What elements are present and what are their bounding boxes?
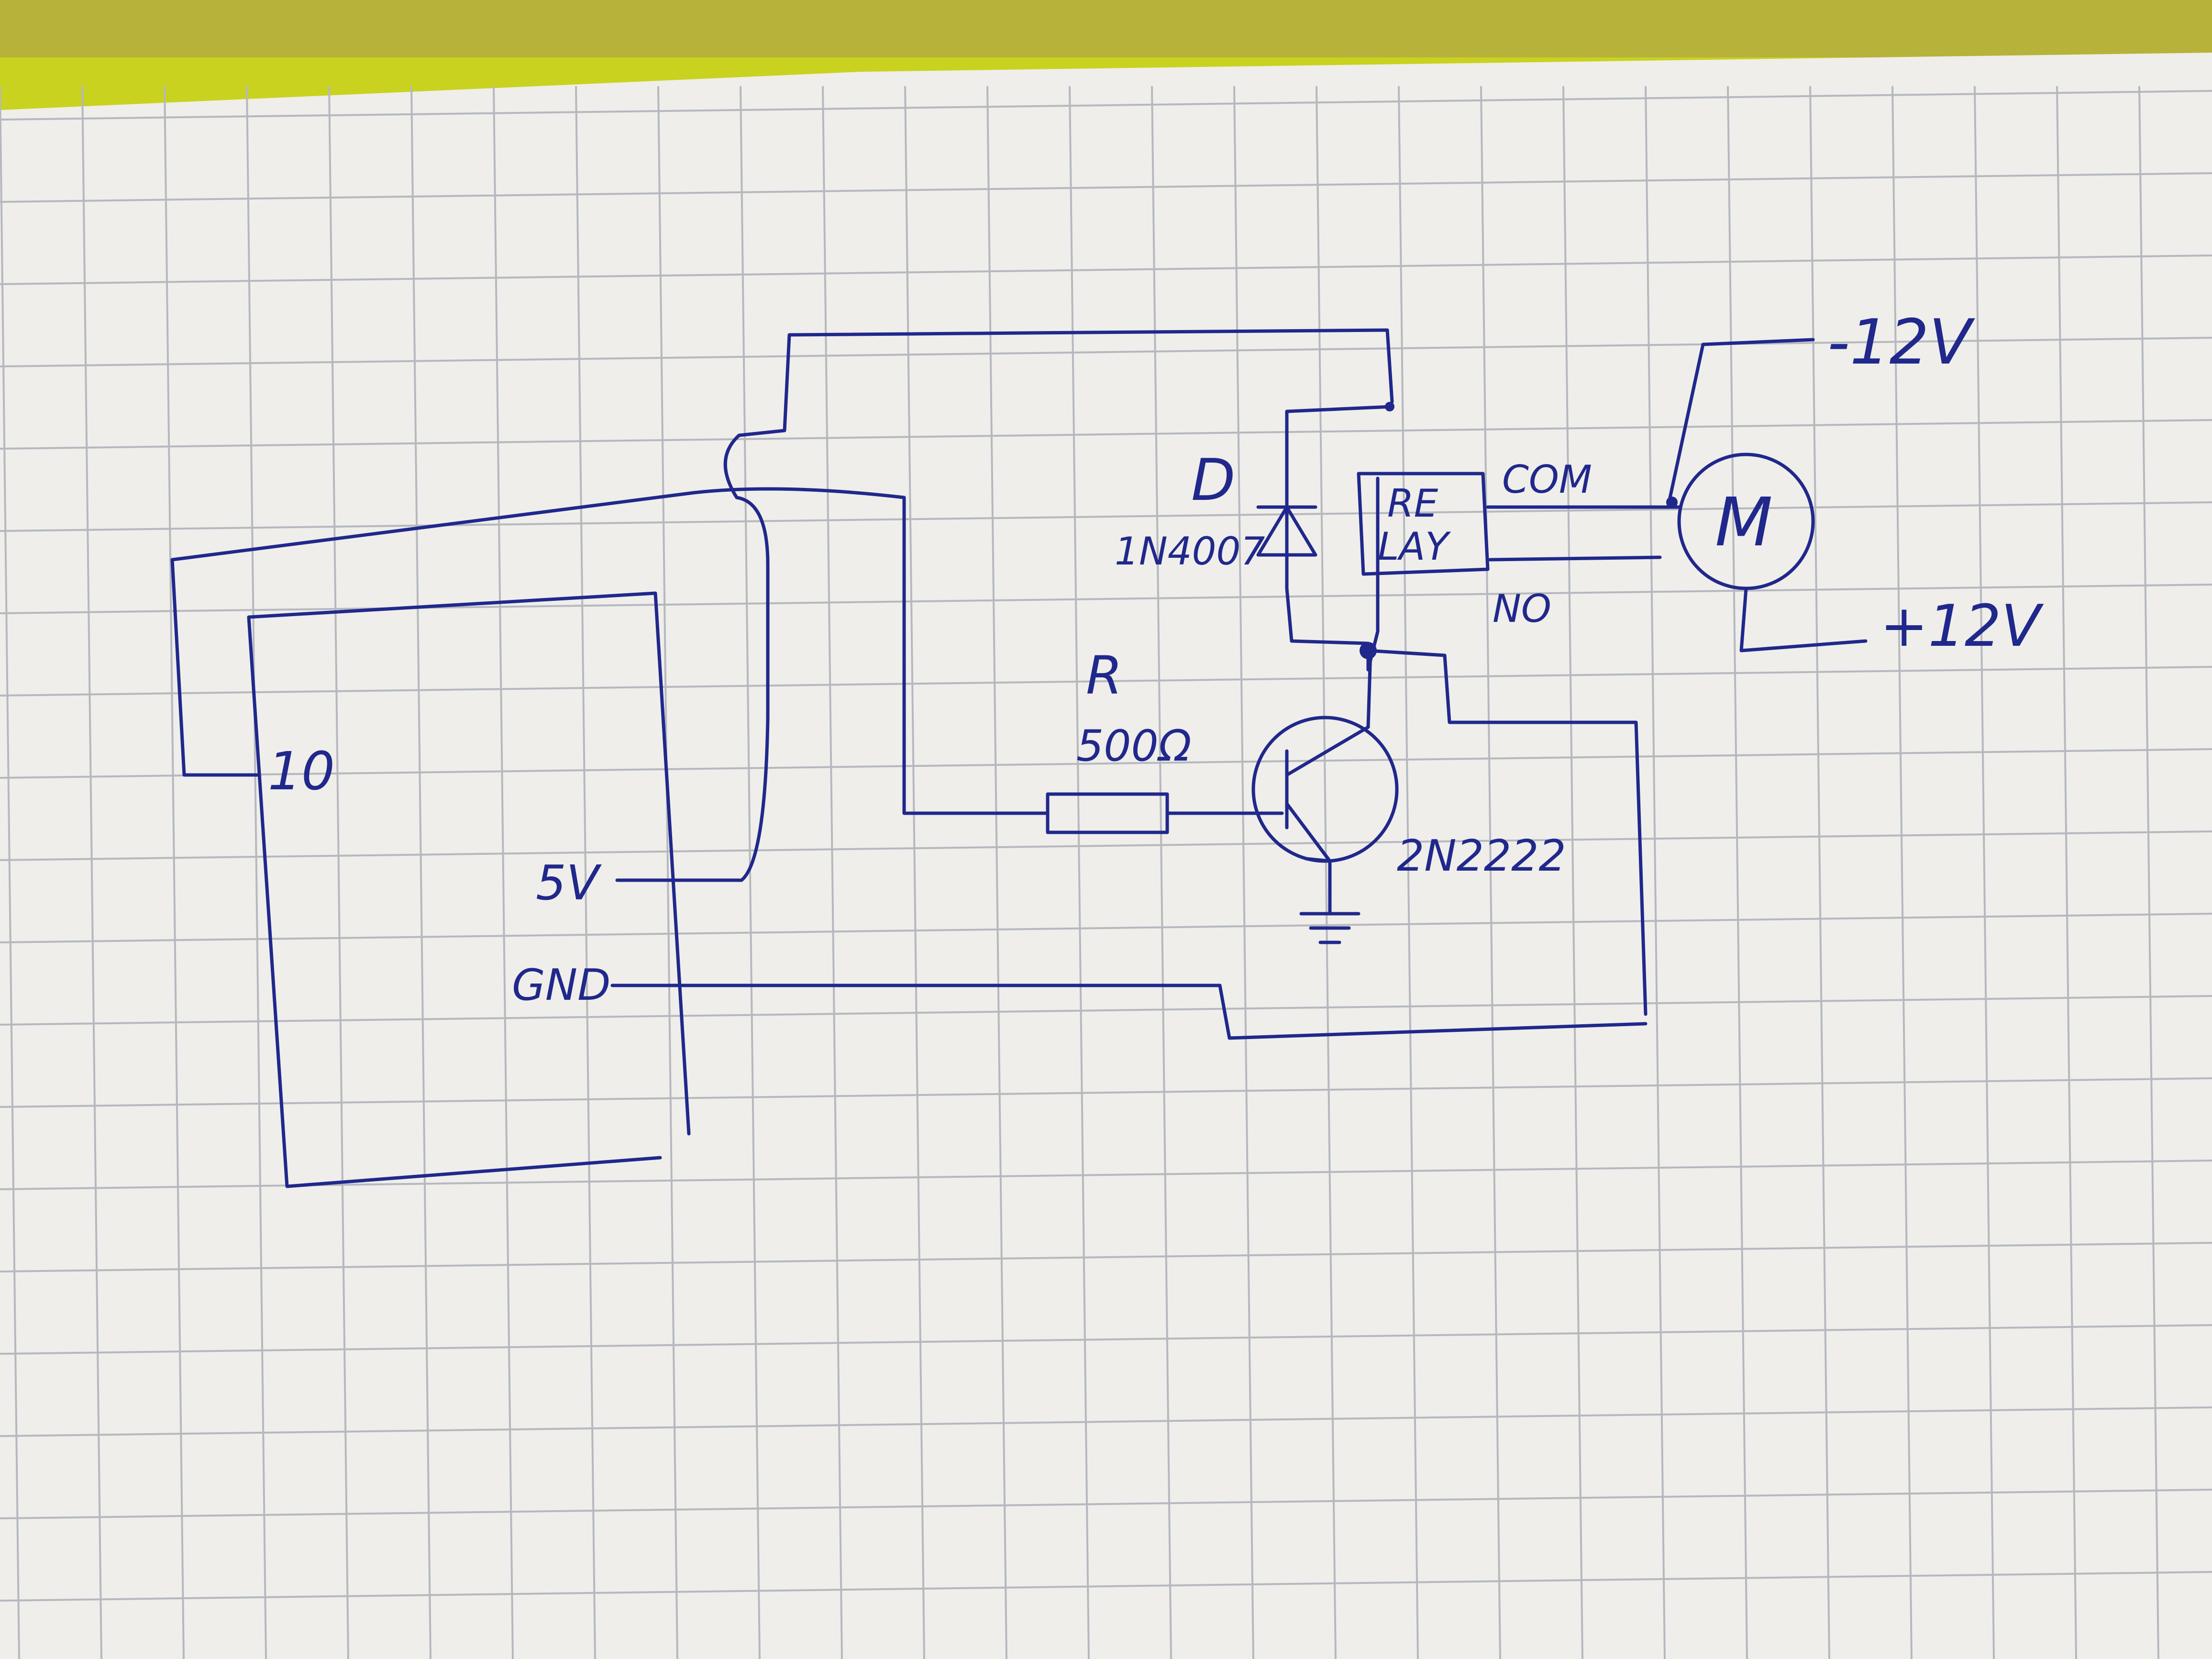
grid-line-vertical bbox=[2056, 86, 2077, 1659]
grid-line-vertical bbox=[493, 86, 514, 1659]
label-resistor-value: 500Ω bbox=[1076, 721, 1192, 771]
label-pin-10: 10 bbox=[268, 741, 335, 802]
grid-line-horizontal bbox=[0, 337, 2212, 367]
grid-line-horizontal bbox=[0, 1489, 2212, 1519]
grid-line-vertical bbox=[246, 86, 267, 1659]
grid-line-horizontal bbox=[0, 666, 2212, 697]
grid-line-horizontal bbox=[0, 254, 2212, 285]
wire-collector-node bbox=[1366, 649, 1648, 1016]
grid-line-vertical bbox=[1069, 86, 1090, 1659]
label-resistor-name: R bbox=[1086, 645, 1122, 706]
grid-line-vertical bbox=[1727, 86, 1748, 1659]
grid-line-vertical bbox=[986, 86, 1007, 1659]
grid-line-vertical bbox=[1562, 86, 1583, 1659]
grid-line-vertical bbox=[657, 86, 678, 1659]
grid-line-vertical bbox=[740, 86, 761, 1659]
label-relay-line2: LAY bbox=[1378, 524, 1451, 569]
relay-box bbox=[1357, 472, 1490, 576]
grid-line-vertical bbox=[164, 86, 185, 1659]
grid-line-vertical bbox=[1151, 86, 1172, 1659]
label-relay-com: COM bbox=[1502, 457, 1592, 502]
diode-symbol bbox=[1256, 505, 1317, 557]
grid-line-horizontal bbox=[0, 748, 2212, 779]
collector-junction-dot bbox=[1360, 642, 1377, 659]
wire-relay-no bbox=[1488, 555, 1662, 562]
wire-pin10 bbox=[170, 487, 1050, 815]
grid-line-horizontal bbox=[0, 172, 2212, 203]
grid-line-horizontal bbox=[0, 501, 2212, 532]
grid-line-horizontal bbox=[0, 1160, 2212, 1190]
grid-line-horizontal bbox=[0, 913, 2212, 943]
grid-line-vertical bbox=[1974, 86, 1995, 1659]
label-relay-no: NO bbox=[1493, 586, 1551, 631]
label-pin-5v: 5V bbox=[536, 855, 602, 911]
grid-line-vertical bbox=[410, 86, 431, 1659]
grid-line-horizontal bbox=[0, 1406, 2212, 1437]
grid-line-vertical bbox=[2138, 86, 2159, 1659]
grid-line-vertical bbox=[1809, 86, 1830, 1659]
grid-line-vertical bbox=[1233, 86, 1254, 1659]
emitter-arrow bbox=[1304, 840, 1332, 863]
label-diode-name: D bbox=[1191, 447, 1235, 514]
motor-junction-dot bbox=[1666, 497, 1678, 508]
relay-top-dot bbox=[1385, 402, 1394, 411]
ground-icon bbox=[1299, 888, 1360, 944]
label-relay-line1: RE bbox=[1387, 481, 1438, 526]
wire-5v-jumper bbox=[615, 328, 1394, 882]
label-diode-part: 1N4007 bbox=[1115, 529, 1265, 574]
grid-line-horizontal bbox=[0, 830, 2212, 861]
grid-line-vertical bbox=[1645, 86, 1666, 1659]
grid-line-horizontal bbox=[0, 1324, 2212, 1355]
grid-line-horizontal bbox=[0, 419, 2212, 450]
grid-line-vertical bbox=[822, 86, 843, 1659]
grid-line-vertical bbox=[1480, 86, 1501, 1659]
grid-line-vertical bbox=[1316, 86, 1337, 1659]
grid-line-horizontal bbox=[0, 1077, 2212, 1108]
grid-line-horizontal bbox=[0, 1242, 2212, 1272]
label-motor: M bbox=[1715, 484, 1773, 562]
grid-line-vertical bbox=[81, 86, 102, 1659]
label-pin-gnd: GND bbox=[512, 960, 610, 1010]
grid-line-horizontal bbox=[0, 90, 2212, 121]
grid-line-vertical bbox=[575, 86, 596, 1659]
wire-motor-pos bbox=[1739, 586, 1868, 653]
grid-line-horizontal bbox=[0, 1571, 2212, 1602]
grid-line-vertical bbox=[0, 86, 20, 1659]
label-transistor-part: 2N2222 bbox=[1397, 831, 1566, 881]
grid-line-vertical bbox=[1891, 86, 1913, 1659]
wire-motor-neg bbox=[1668, 338, 1815, 502]
arduino-board-outline bbox=[247, 591, 691, 1188]
label-supply-neg: -12V bbox=[1827, 306, 1975, 378]
notebook-cover-shadow bbox=[0, 0, 2212, 57]
grid-line-vertical bbox=[328, 86, 349, 1659]
wire-ground-return bbox=[610, 984, 1648, 1040]
grid-line-horizontal bbox=[0, 995, 2212, 1026]
grid-line-vertical bbox=[904, 86, 925, 1659]
label-supply-pos: +12V bbox=[1880, 593, 2044, 660]
